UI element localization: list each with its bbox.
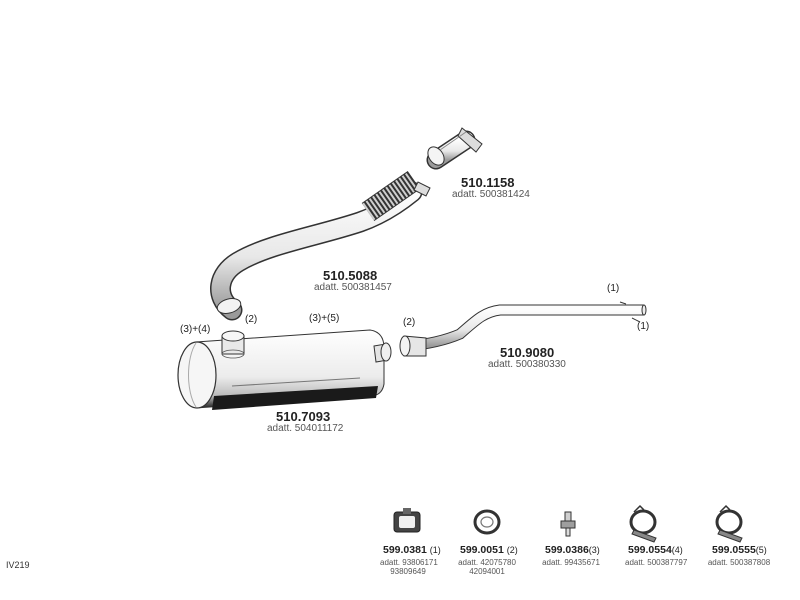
bolt-icon [560,511,576,537]
flex-pipe [426,127,483,170]
front-pipe-flex-section [361,170,421,222]
gasket-ring-icon [473,509,501,535]
tail-pipe-part-number: 510.9080 [500,345,555,360]
tail-pipe-adatt: adatt. 500380330 [488,359,566,370]
accessory-4-number: 599.0554(4) [628,544,683,556]
rubber-mount-icon [393,508,421,533]
flex-pipe-adatt: adatt. 500381424 [452,189,530,200]
diagram-code: IV219 [6,560,30,570]
accessory-3-number: 599.0386(3) [545,544,600,556]
muffler-adatt: adatt. 504011172 [267,423,344,434]
accessory-1-number: 599.0381 (1) [383,544,441,556]
accessory-3-adatt: adatt. 99435671 [542,558,600,567]
accessory-5-adatt: adatt. 500387808 [707,558,771,567]
accessory-2-number: 599.0051 (2) [460,544,518,556]
tail-pipe [399,301,647,357]
callout-muffler-right: (3)+(5) [309,313,340,324]
front-pipe-part-number: 510.5088 [323,268,378,283]
callout-tail-inlet: (2) [403,317,416,328]
front-pipe [210,170,431,321]
flex-pipe-part-number: 510.1158 [461,175,515,190]
accessory-4-adatt: adatt. 500387797 [625,558,688,567]
clamp-icon [715,504,743,543]
callout-muffler-inlet: (2) [245,314,258,325]
muffler-part-number: 510.7093 [276,409,331,424]
accessory-5-number: 599.0555(5) [712,544,767,556]
muffler [177,329,392,410]
front-pipe-adatt: adatt. 500381457 [314,282,392,293]
callout-tail-end-top: (1) [607,283,620,294]
callout-tail-end-bottom: (1) [637,321,650,332]
callout-muffler-left: (3)+(4) [180,324,211,335]
clamp-icon [629,504,657,543]
